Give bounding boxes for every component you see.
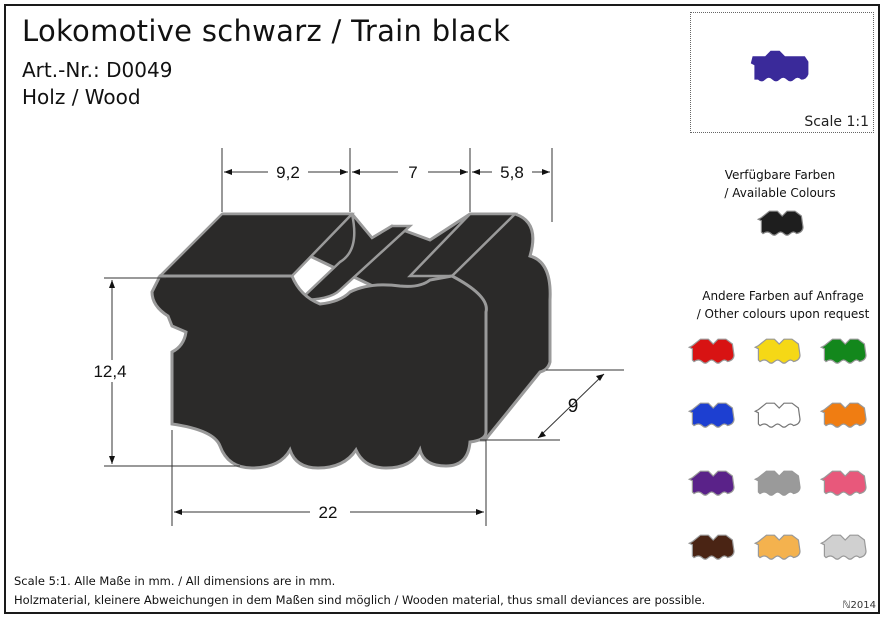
available-heading-en: / Available Colours — [724, 186, 836, 200]
swatch-natural-wood — [753, 534, 801, 560]
footer-material-note: Holzmaterial, kleinere Abweichungen in d… — [14, 593, 706, 607]
dim-depth: 9 — [568, 396, 579, 417]
available-colours-heading: Verfügbare Farben / Available Colours — [700, 166, 860, 202]
drawing-code: ℕ2014 — [842, 600, 876, 611]
dim-top-c: 5,8 — [500, 163, 524, 182]
swatch-white — [753, 402, 801, 428]
other-heading-de: Andere Farben auf Anfrage — [702, 289, 864, 303]
material-label: Holz / Wood — [22, 85, 141, 109]
available-heading-de: Verfügbare Farben — [724, 168, 836, 182]
swatch-yellow — [753, 338, 801, 364]
other-colours-heading: Andere Farben auf Anfrage / Other colour… — [690, 287, 876, 323]
dim-height: 12,4 — [93, 362, 126, 381]
swatch-black — [756, 210, 804, 236]
article-number: Art.-Nr.: D0049 — [22, 58, 173, 82]
dim-top-a: 9,2 — [276, 163, 300, 182]
swatch-green — [819, 338, 867, 364]
swatch-pink — [819, 470, 867, 496]
scale-1-1-label: Scale 1:1 — [804, 114, 869, 130]
dimension-labels: 9,2 7 5,8 12,4 22 9 — [86, 162, 578, 522]
page-title: Lokomotive schwarz / Train black — [22, 14, 511, 48]
swatch-blue — [687, 402, 735, 428]
swatch-brown — [687, 534, 735, 560]
drawing-sheet-frame — [4, 4, 880, 614]
other-heading-en: / Other colours upon request — [696, 307, 870, 321]
train-front-face — [150, 274, 488, 470]
footer-scale-note: Scale 5:1. Alle Maße in mm. / All dimens… — [14, 574, 336, 588]
swatch-purple — [687, 470, 735, 496]
preview-train-icon — [750, 50, 809, 82]
scale-preview-box: Scale 1:1 — [690, 12, 874, 133]
swatch-grey — [753, 470, 801, 496]
dim-width: 22 — [319, 503, 338, 522]
swatch-orange — [819, 402, 867, 428]
swatch-red — [687, 338, 735, 364]
swatch-silver — [819, 534, 867, 560]
dim-top-b: 7 — [408, 163, 417, 182]
